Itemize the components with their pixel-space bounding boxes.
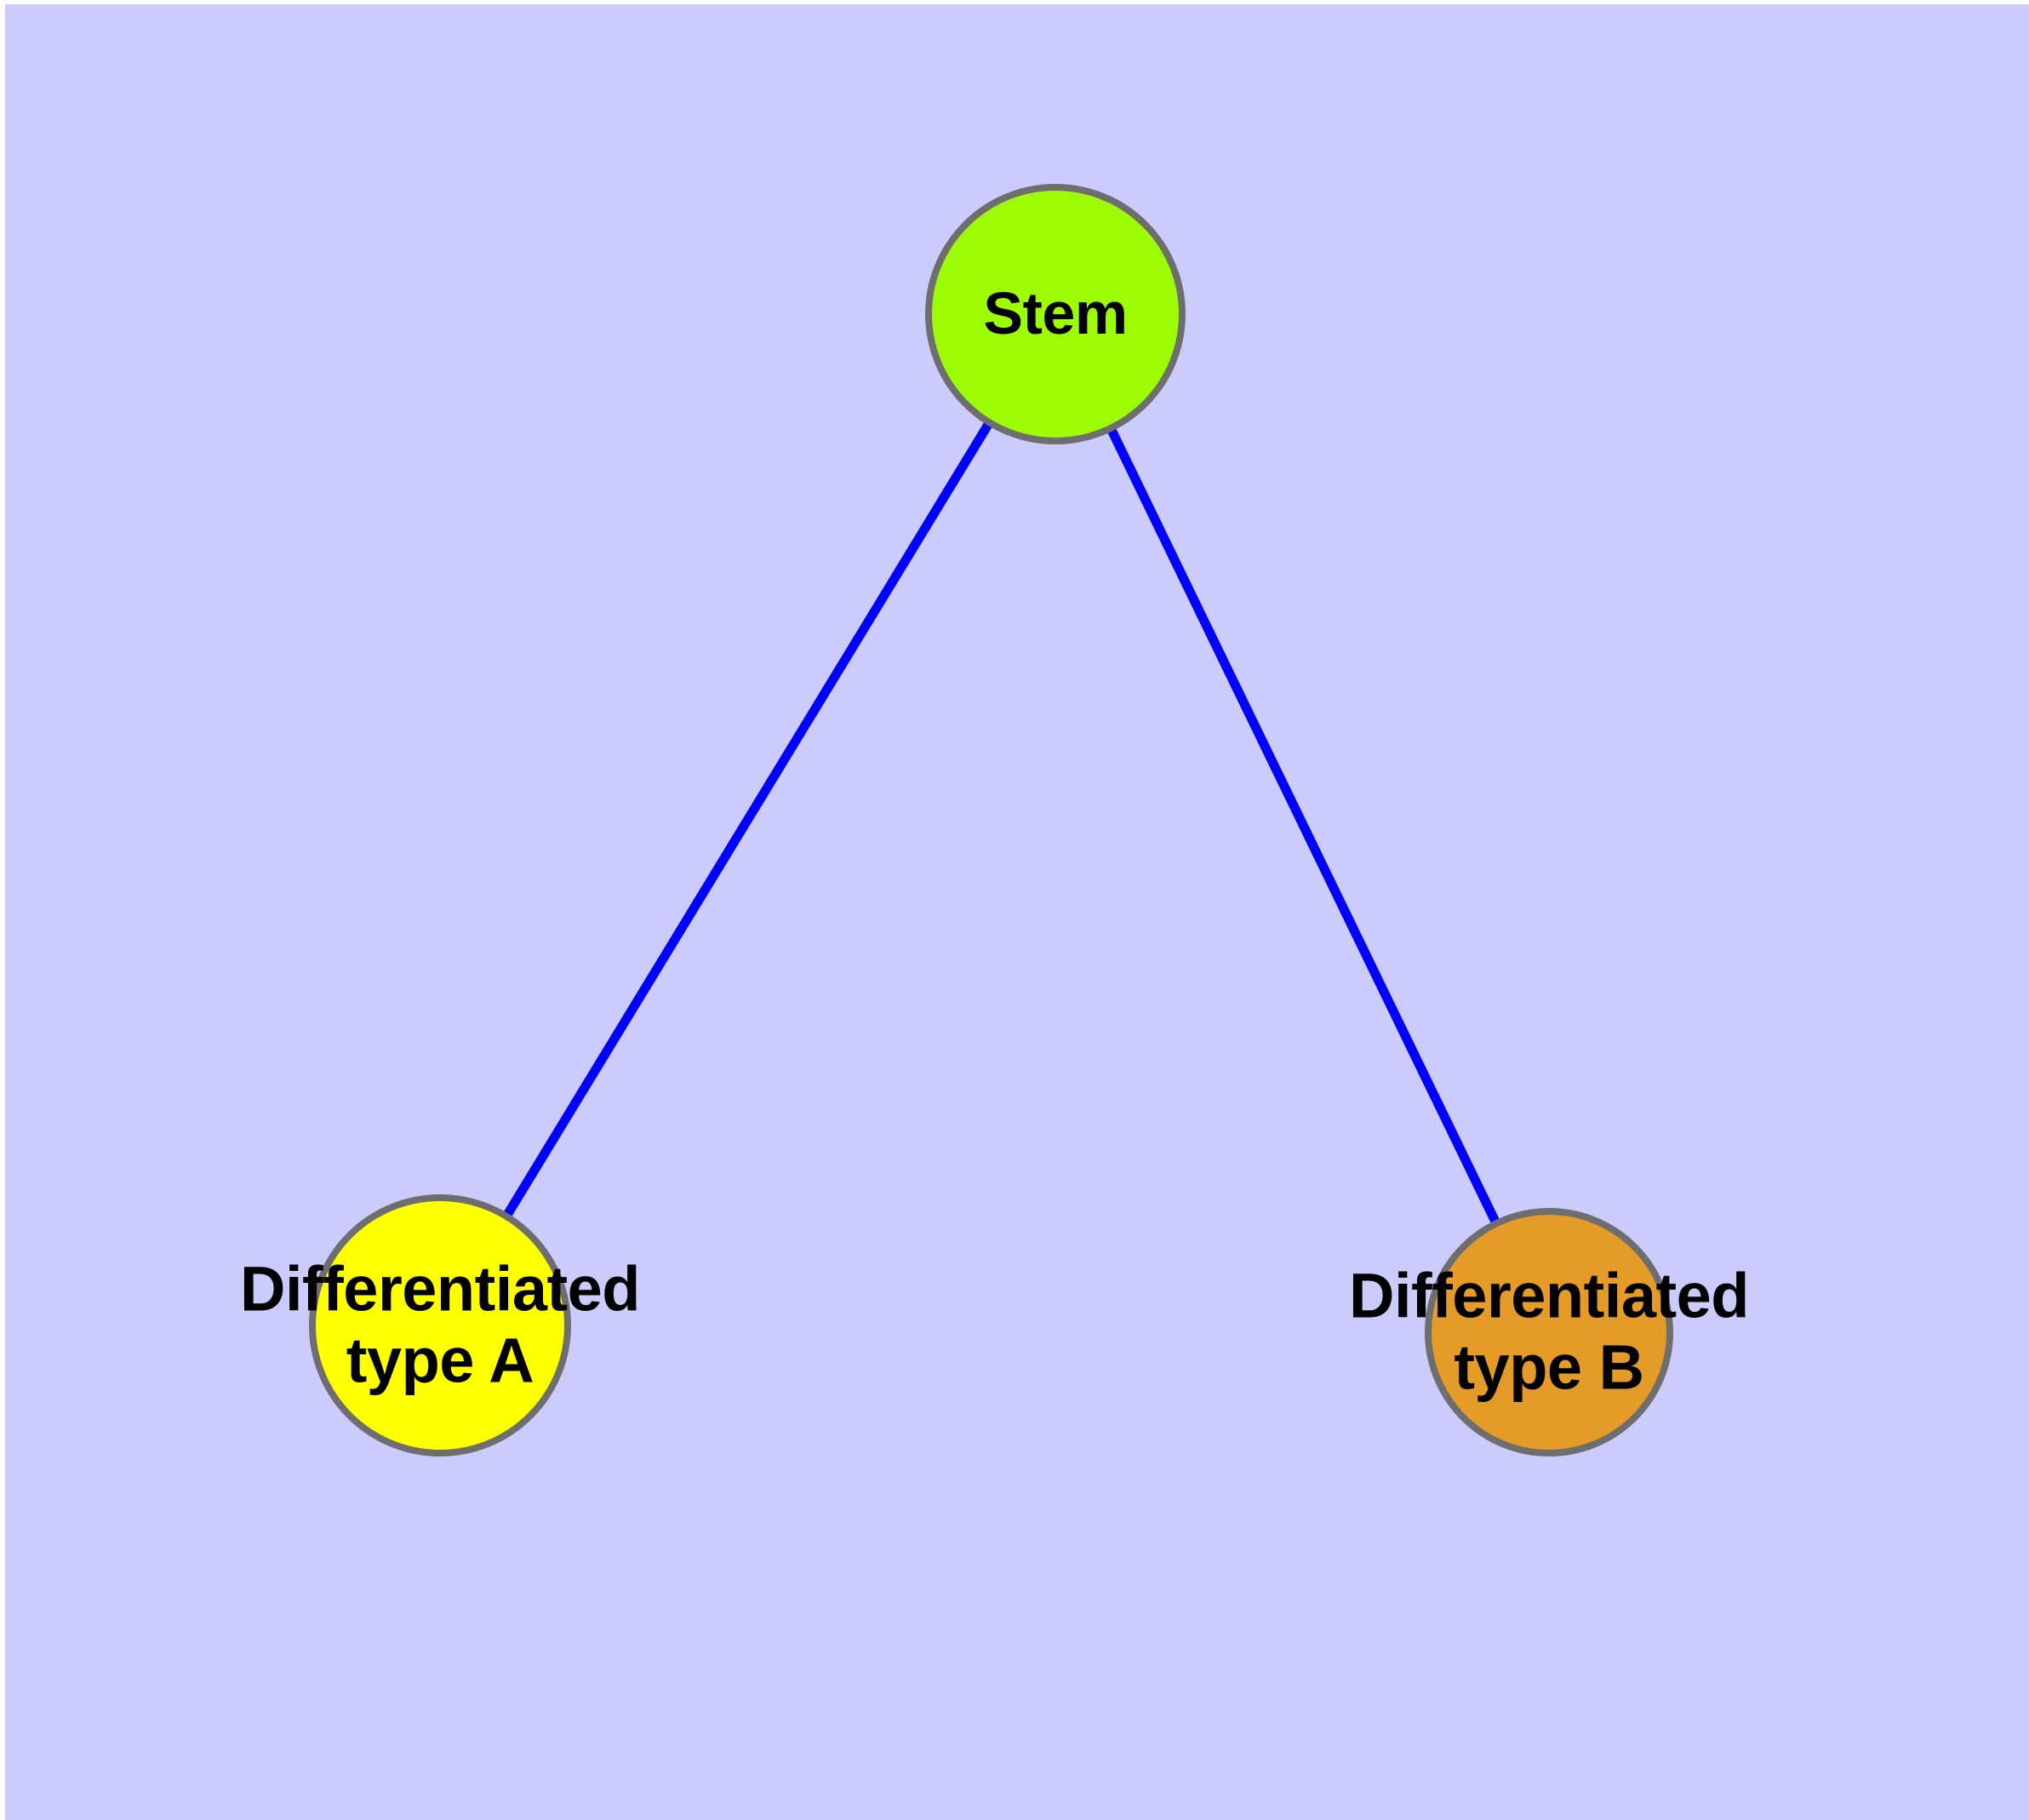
graph-node-diff_a[interactable] bbox=[309, 1194, 571, 1457]
graph-node-stem[interactable] bbox=[925, 184, 1186, 444]
graph-edge[interactable] bbox=[501, 418, 995, 1221]
graph-edge[interactable] bbox=[1106, 424, 1501, 1228]
node-layer bbox=[309, 184, 1673, 1457]
edge-layer bbox=[501, 418, 1501, 1228]
graph-node-diff_b[interactable] bbox=[1425, 1208, 1673, 1457]
